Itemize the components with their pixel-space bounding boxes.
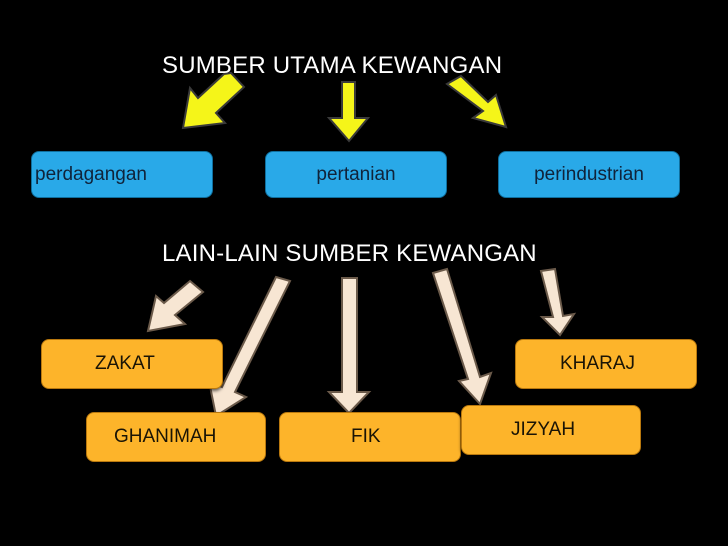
source-jizyah: JIZYAH xyxy=(461,405,641,455)
source-fik: FIK xyxy=(279,412,461,462)
other-title: LAIN-LAIN SUMBER KEWANGAN xyxy=(162,240,537,267)
source-zakat: ZAKAT xyxy=(41,339,223,389)
source-kharaj: KHARAJ xyxy=(515,339,697,389)
main-title: SUMBER UTAMA KEWANGAN xyxy=(162,52,503,79)
arrow-to-perindustrian xyxy=(445,74,508,129)
arrow-to-pertanian xyxy=(326,81,371,143)
source-perdagangan: perdagangan xyxy=(31,151,213,198)
arrow-to-jizyah xyxy=(431,267,493,406)
source-pertanian: pertanian xyxy=(265,151,447,198)
arrow-to-zakat xyxy=(146,279,205,333)
arrow-to-kharaj xyxy=(539,267,577,337)
source-perindustrian: perindustrian xyxy=(498,151,680,198)
arrow-to-perdagangan xyxy=(181,71,246,130)
source-ghanimah: GHANIMAH xyxy=(86,412,266,462)
arrow-to-fik xyxy=(326,277,372,415)
